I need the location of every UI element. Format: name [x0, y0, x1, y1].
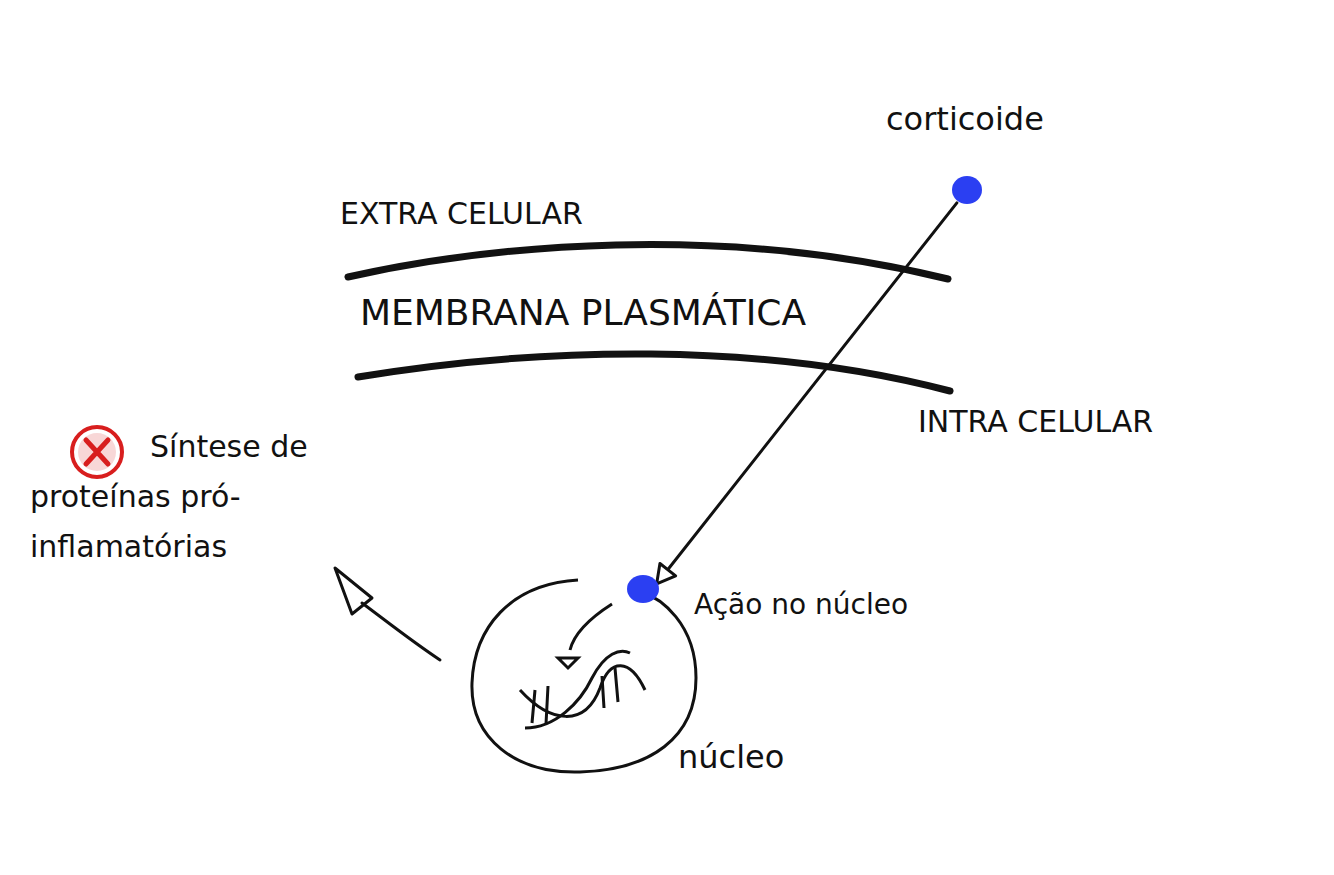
- effect-note: Síntese de proteínas pró-inflamatórias: [30, 422, 370, 572]
- binding-arrow: [570, 604, 612, 650]
- dna-rungs: [532, 668, 618, 724]
- dna-strand: [525, 651, 630, 728]
- red-x-icon: [72, 427, 122, 477]
- blue-dot: [952, 176, 982, 204]
- binding-arrow-head: [558, 658, 578, 668]
- region-label: INTRA CELULAR: [918, 404, 1153, 440]
- arrow-head: [335, 568, 372, 614]
- bound-corticoid-dot: [627, 575, 659, 603]
- molecule-name: corticoide: [886, 100, 1044, 138]
- corticoid-molecule: corticoide: [880, 100, 1080, 210]
- membrane-outer-line: [348, 245, 948, 279]
- membrane-inner-line: [358, 354, 950, 391]
- connector-arrow: [657, 203, 957, 584]
- nucleus-border: [472, 580, 696, 772]
- membrane-band: MEMBRANA PLASMÁTICA: [340, 225, 960, 395]
- region-label: EXTRA CELULAR: [340, 196, 583, 232]
- synthesis-arrow: [362, 603, 440, 660]
- nucleus-label: núcleo: [678, 738, 784, 776]
- nucleus: núcleo: [470, 578, 698, 774]
- membrane-name: MEMBRANA PLASMÁTICA: [360, 291, 806, 334]
- nucleus-outline: [470, 578, 698, 774]
- action-note: Ação no núcleo: [694, 588, 908, 622]
- dna-strand: [520, 666, 645, 717]
